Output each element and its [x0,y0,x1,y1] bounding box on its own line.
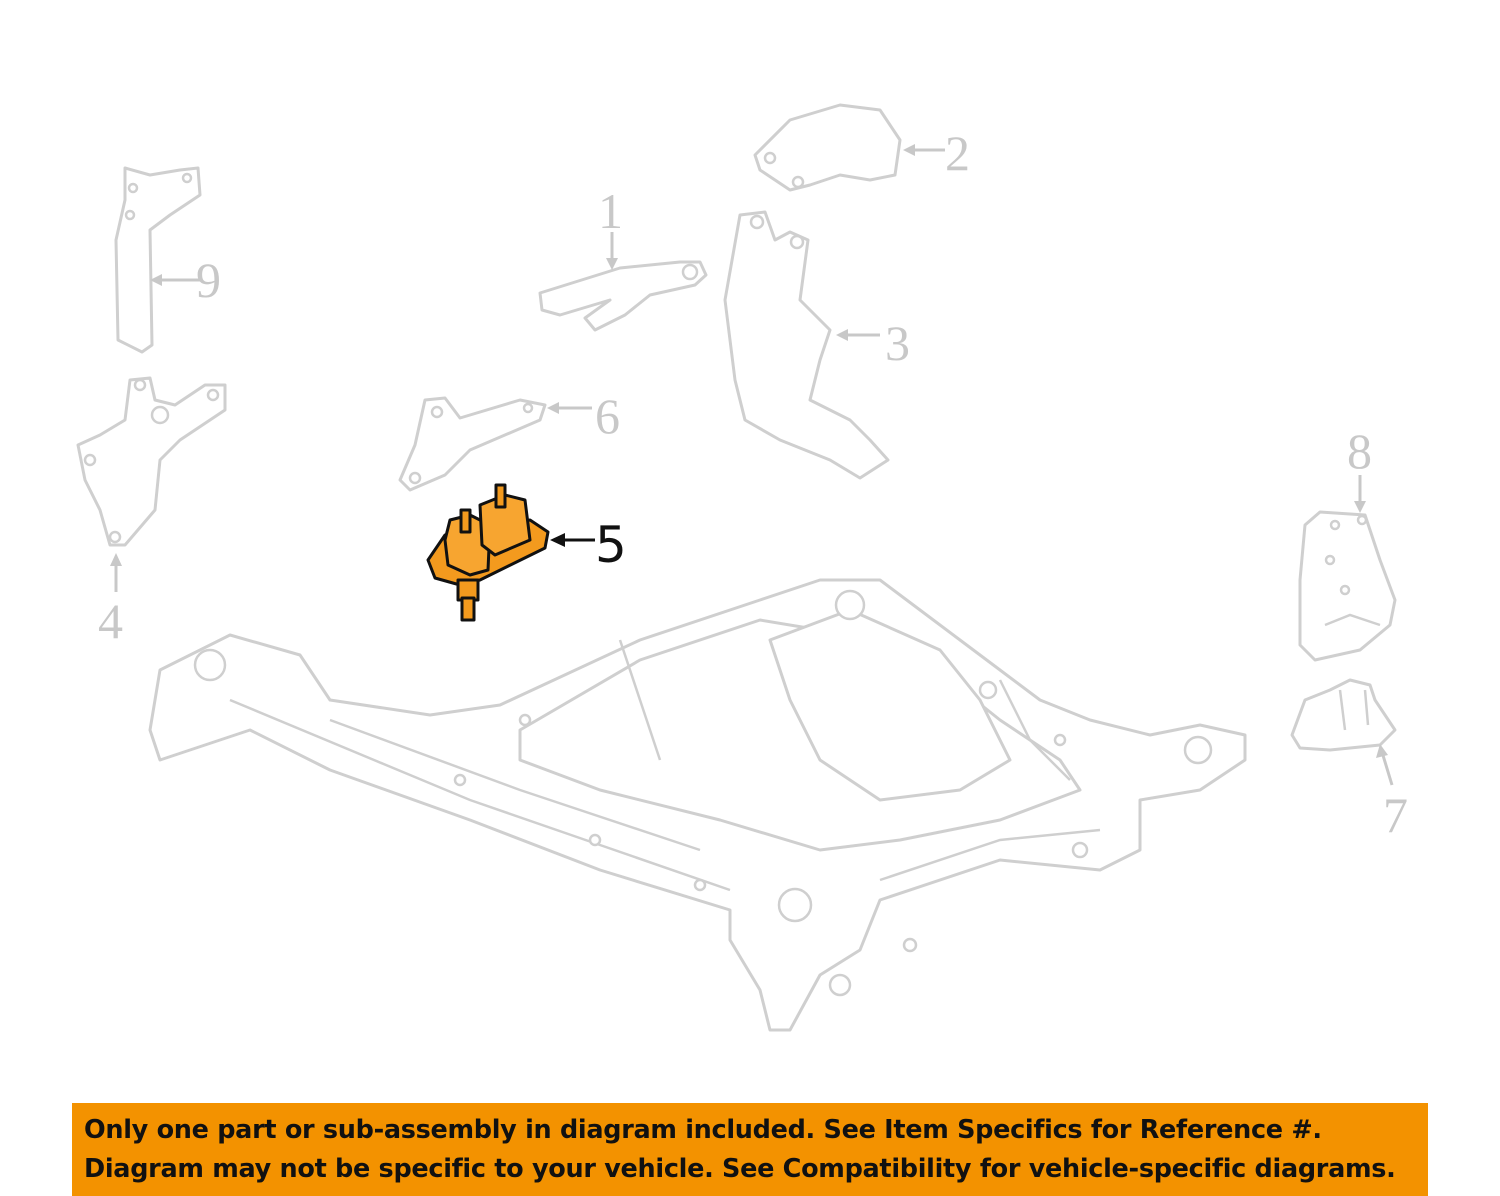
callout-6: 6 [595,388,620,444]
part-9-bracket: 9 [114,166,221,354]
parts-diagram: 9 4 1 2 3 6 [76,103,1408,1032]
callout-8: 8 [1347,423,1372,479]
callout-9: 9 [196,252,221,308]
part-5-engine-mount-highlighted: 5 [426,483,627,622]
callout-3: 3 [885,315,910,371]
part-3-bracket: 3 [723,210,910,480]
part-6-bracket: 6 [398,388,620,492]
disclaimer-line-2: Diagram may not be specific to your vehi… [84,1154,1396,1184]
callout-2: 2 [945,125,970,181]
callout-5: 5 [595,516,627,574]
part-8-bracket: 8 [1298,423,1397,662]
callout-4: 4 [98,593,123,649]
part-1-arm: 1 [538,183,708,332]
part-4-bracket: 4 [76,376,227,649]
subframe-crossmember [148,578,1247,1032]
callout-7: 7 [1383,787,1408,843]
part-2-bracket: 2 [753,103,970,192]
disclaimer-banner: Only one part or sub-assembly in diagram… [72,1103,1428,1196]
callout-1: 1 [598,183,623,239]
part-7-mount: 7 [1290,678,1408,843]
disclaimer-line-1: Only one part or sub-assembly in diagram… [84,1115,1322,1145]
